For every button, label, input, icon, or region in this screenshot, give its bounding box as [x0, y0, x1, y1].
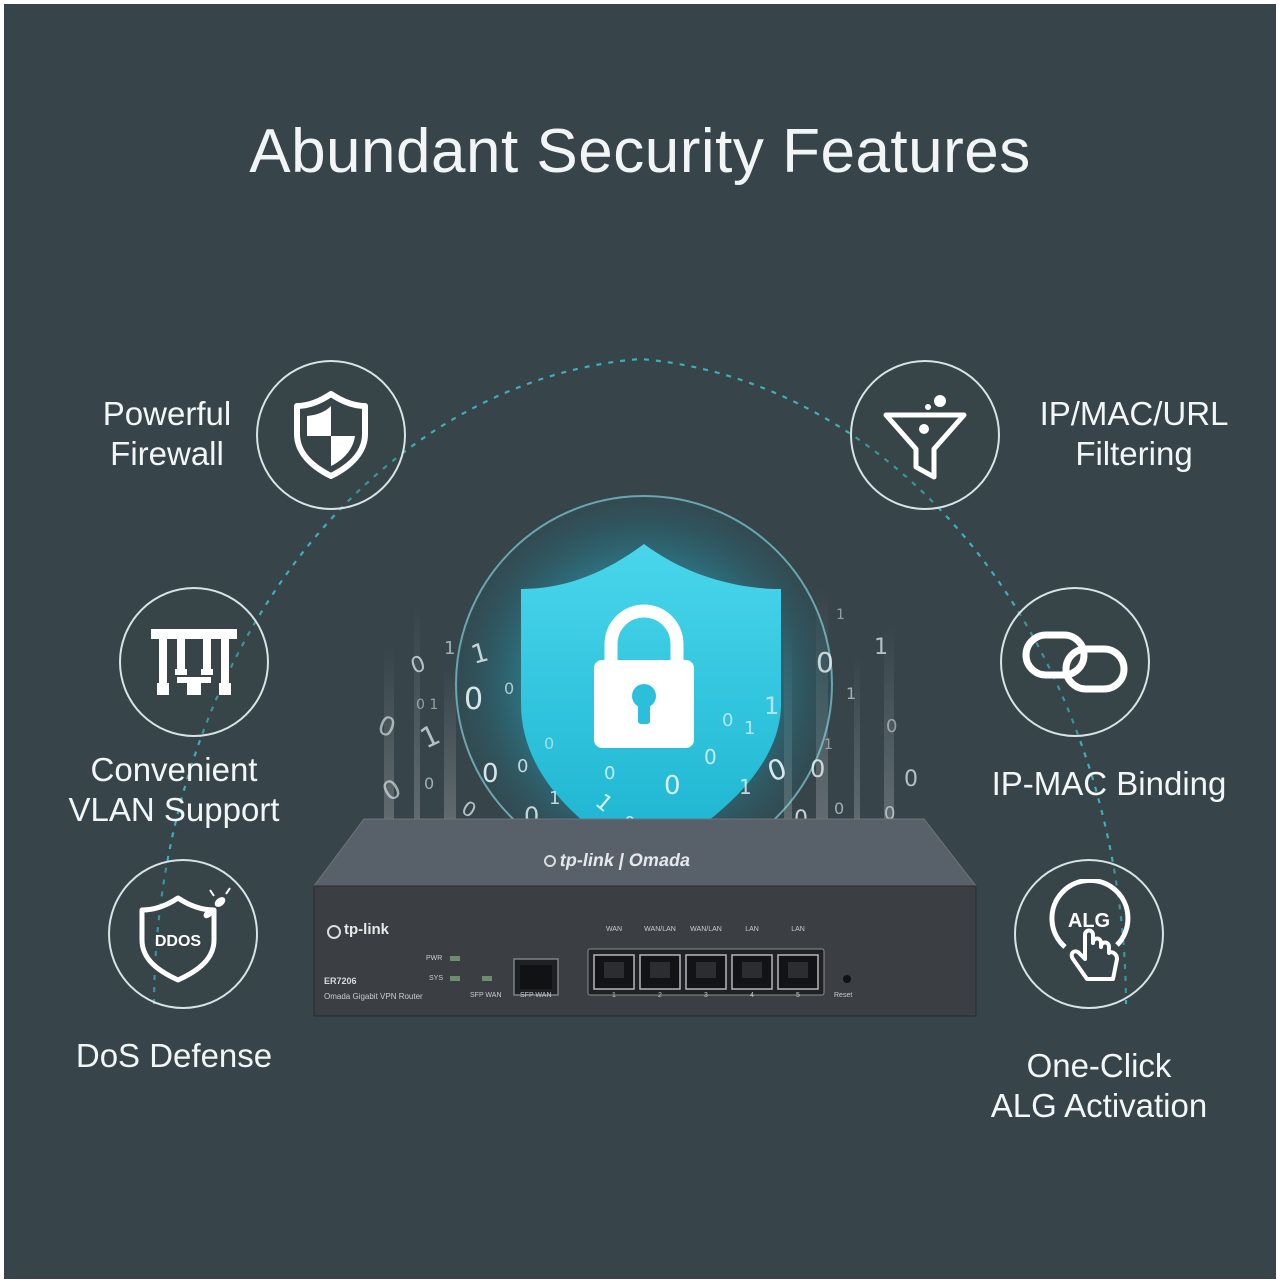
bug-icon: [197, 887, 231, 919]
feature-label-line: One-Click: [1026, 1047, 1172, 1084]
router-device: [313, 818, 978, 1017]
feature-label-line: ALG Activation: [990, 1087, 1208, 1124]
svg-text:0: 0: [886, 716, 897, 737]
feature-label-alg: One-Click ALG Activation: [964, 1046, 1234, 1126]
svg-text:1: 1: [824, 737, 833, 753]
router-model: ER7206: [324, 976, 357, 986]
svg-text:0: 0: [884, 803, 895, 824]
svg-text:0: 0: [664, 771, 681, 801]
feature-circle-dos: DDOS: [108, 859, 258, 1009]
link-icon: [1022, 631, 1128, 693]
port-number-3: 3: [704, 992, 708, 999]
svg-text:0: 0: [544, 734, 554, 753]
feature-label-dos: DoS Defense: [44, 1036, 304, 1076]
port-header-1: WAN: [605, 926, 623, 933]
poster-canvas: 0 1 1 0 1 0 0 0 1 0 0 0 0 0 0 1 0 0 0 1 …: [4, 4, 1276, 1279]
router-subtitle: Omada Gigabit VPN Router: [324, 992, 423, 1001]
svg-text:0: 0: [374, 710, 400, 744]
svg-text:1: 1: [744, 718, 755, 739]
shield-icon: [294, 391, 368, 479]
port-number-2: 2: [658, 992, 662, 999]
alg-click-icon: ALG: [1049, 879, 1131, 981]
port-header-2: WAN/LAN: [644, 926, 676, 933]
filter-funnel-icon: [883, 395, 967, 480]
ddos-shield-icon: DDOS: [139, 887, 231, 983]
feature-label-firewall: Powerful Firewall: [72, 394, 262, 474]
feature-label-line: VLAN Support: [68, 791, 280, 828]
router-top-brand: tp-link | Omada: [558, 850, 692, 870]
vlan-icon: [151, 629, 237, 695]
port-header-4: LAN: [745, 926, 759, 933]
svg-text:1: 1: [874, 635, 888, 660]
svg-text:0: 0: [834, 799, 844, 818]
svg-text:0 1: 0 1: [416, 697, 438, 713]
port-header-3: WAN/LAN: [690, 926, 722, 933]
svg-text:0: 0: [424, 774, 434, 793]
svg-text:1: 1: [846, 684, 856, 703]
led-label-pwr: PWR: [426, 955, 443, 962]
port-number-5: 5: [796, 992, 800, 999]
alg-icon-text: ALG: [1068, 910, 1110, 932]
svg-text:1: 1: [549, 788, 560, 809]
decor-layer: 0 1 1 0 1 0 0 0 1 0 0 0 0 0 0 1 0 0 0 1 …: [152, 357, 1128, 1017]
router-brand: tp-link: [344, 921, 389, 938]
feature-label-line: DoS Defense: [75, 1037, 273, 1074]
feature-label-line: Filtering: [1075, 435, 1193, 472]
feature-circle-binding: [1000, 587, 1150, 737]
reset-label: Reset: [834, 992, 853, 999]
svg-text:0: 0: [722, 710, 733, 731]
feature-circle-firewall: [256, 360, 406, 510]
svg-text:0: 0: [704, 745, 717, 769]
svg-text:0: 0: [816, 646, 834, 679]
feature-label-filtering: IP/MAC/URL Filtering: [1014, 394, 1254, 474]
feature-label-line: Powerful: [102, 395, 232, 432]
svg-text:0: 0: [504, 679, 514, 698]
port-header-5: LAN: [791, 926, 805, 933]
ddos-icon-text: DDOS: [155, 933, 202, 950]
svg-text:0: 0: [482, 759, 499, 789]
svg-text:0: 0: [604, 763, 615, 784]
svg-text:1: 1: [468, 638, 492, 671]
feature-label-binding: IP-MAC Binding: [964, 764, 1254, 804]
svg-text:1: 1: [764, 692, 779, 720]
svg-text:0: 0: [517, 756, 528, 777]
svg-text:0: 0: [904, 767, 918, 792]
svg-text:0: 0: [378, 774, 407, 808]
feature-circle-filtering: [850, 360, 1000, 510]
page-title: Abundant Security Features: [249, 117, 1031, 186]
port-label-sfp-wan: SFP WAN: [520, 992, 552, 999]
port-number-1: 1: [612, 992, 616, 999]
feature-label-line: IP/MAC/URL: [1039, 395, 1229, 432]
lock-icon: [594, 604, 694, 748]
led-label-sys: SYS: [429, 975, 444, 982]
feature-label-line: Convenient: [90, 751, 258, 788]
svg-text:0: 0: [810, 755, 825, 783]
feature-circle-vlan: [119, 587, 269, 737]
svg-text:1: 1: [739, 775, 752, 799]
feature-circle-alg: ALG: [1014, 859, 1164, 1009]
svg-text:0: 0: [408, 651, 430, 679]
feature-label-line: IP-MAC Binding: [991, 765, 1227, 802]
port-number-4: 4: [750, 992, 754, 999]
svg-text:1: 1: [836, 607, 845, 623]
led-label-sfp-wan: SFP WAN: [470, 992, 502, 999]
feature-label-line: Firewall: [110, 435, 224, 472]
feature-label-vlan: Convenient VLAN Support: [44, 750, 304, 830]
svg-text:1: 1: [444, 638, 455, 659]
svg-text:0: 0: [464, 682, 483, 717]
